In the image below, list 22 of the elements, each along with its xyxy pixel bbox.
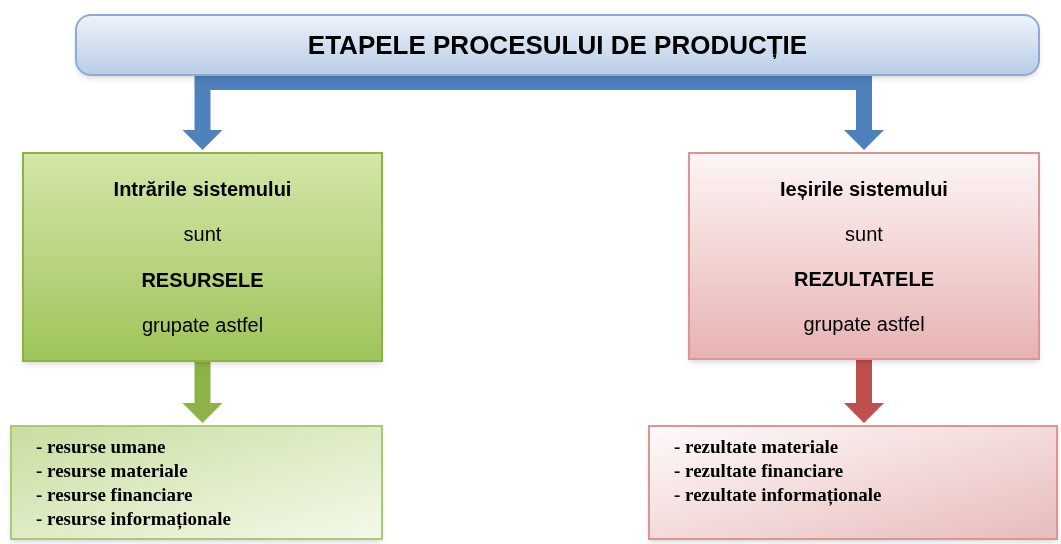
list-item: - rezultate informaționale: [674, 483, 882, 507]
list-item: - resurse financiare: [36, 483, 193, 507]
box-text: sunt: [183, 222, 222, 248]
box-text: grupate astfel: [141, 313, 264, 339]
box-text: RESURSELE: [141, 267, 264, 293]
list-box: [648, 425, 1058, 540]
box-text: Intrările sistemului: [113, 176, 292, 202]
list-item: - resurse informaționale: [36, 507, 231, 531]
box-text: sunt: [845, 221, 883, 247]
box-text: grupate astfel: [803, 311, 925, 337]
title-box: [75, 14, 1040, 76]
list-item: - resurse umane: [36, 435, 166, 459]
list-item: - rezultate financiare: [674, 459, 844, 483]
box-text: REZULTATELE: [794, 266, 934, 292]
block-arrow: [182, 362, 223, 423]
stage-box: [688, 152, 1040, 360]
list-item: - resurse materiale: [36, 459, 188, 483]
list-box: [10, 425, 383, 540]
stage-box: [22, 152, 383, 362]
title-text: ETAPELE PROCESULUI DE PRODUCȚIE: [307, 28, 808, 62]
list-item: - rezultate materiale: [674, 435, 839, 459]
box-text: Ieșirile sistemului: [780, 176, 948, 202]
